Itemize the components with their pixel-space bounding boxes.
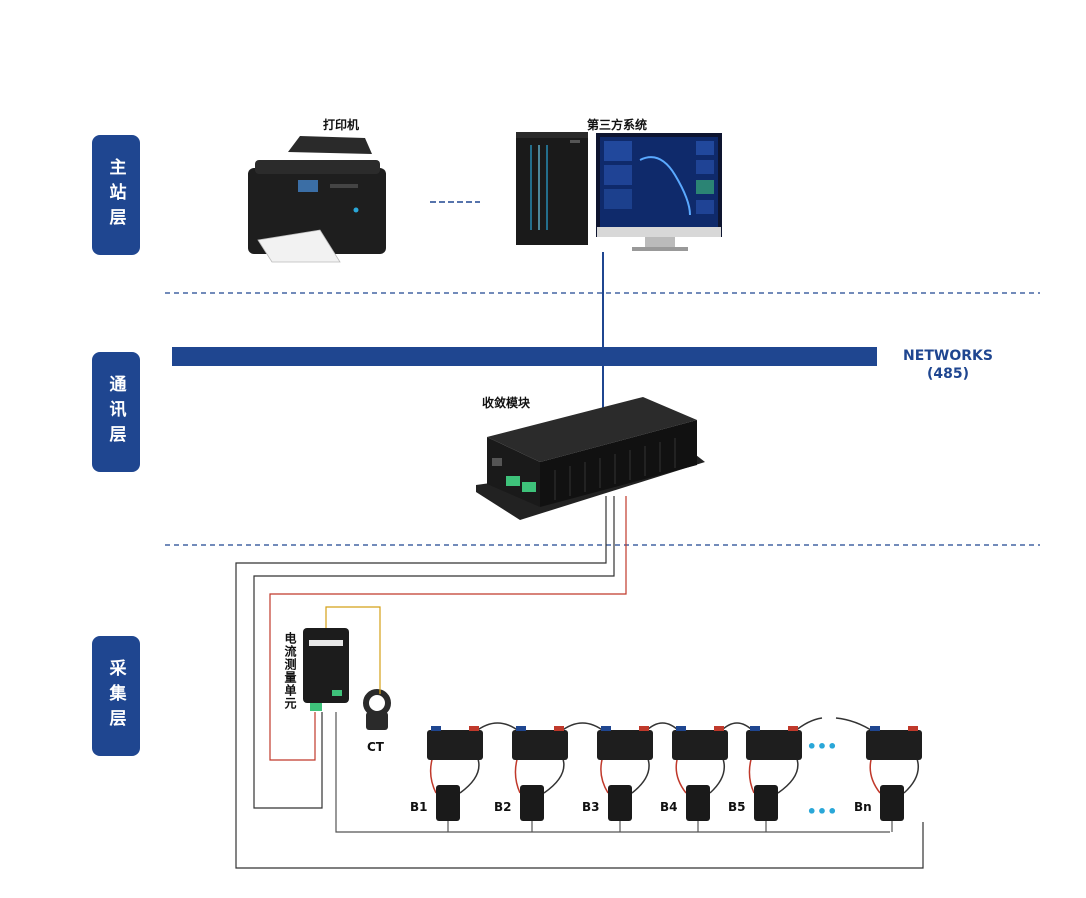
- wire-module-red: [269, 496, 627, 761]
- battery-label: Bn: [854, 800, 872, 814]
- chain-wire: [793, 717, 823, 733]
- printer-icon: [248, 136, 386, 263]
- collector-icon: [754, 785, 778, 821]
- battery-icon: [746, 730, 802, 760]
- lead-black: [777, 755, 799, 794]
- battery-terminal: [870, 726, 880, 731]
- battery-terminal: [676, 726, 686, 731]
- battery-terminal: [788, 726, 798, 731]
- lead-red: [675, 755, 687, 794]
- chain-wire: [835, 717, 875, 733]
- layer-tag-comm: 通讯层: [92, 352, 140, 472]
- battery-label: B2: [494, 800, 512, 814]
- current-unit-icon: [303, 628, 349, 711]
- collector-icon: [608, 785, 632, 821]
- network-bus: [172, 347, 877, 366]
- battery-label: B4: [660, 800, 678, 814]
- lead-red: [869, 755, 881, 794]
- lead-red: [748, 755, 755, 794]
- wire-unit-bus: [335, 712, 890, 833]
- battery-label: B1: [410, 800, 428, 814]
- wire-module-dark-2: [253, 496, 615, 809]
- battery-terminal: [639, 726, 649, 731]
- wire-ct-yellow: [325, 606, 381, 694]
- battery-icon: [427, 730, 483, 760]
- battery-label: B3: [582, 800, 600, 814]
- battery-terminal: [714, 726, 724, 731]
- battery-terminal: [554, 726, 564, 731]
- collector-icon: [520, 785, 544, 821]
- third-party-label: 第三方系统: [587, 118, 648, 132]
- collector-icon: [686, 785, 710, 821]
- collector-icon: [880, 785, 904, 821]
- collector-icon: [436, 785, 460, 821]
- lead-black: [631, 755, 650, 794]
- ellipsis-dots: •••: [807, 737, 838, 756]
- layer-comm-label: 通讯层: [105, 374, 126, 450]
- wire-module-dark-1: [235, 496, 924, 869]
- lead-black: [543, 755, 565, 794]
- layer-master-label: 主站层: [105, 157, 126, 233]
- lead-black: [709, 755, 725, 794]
- lead-red: [429, 755, 437, 794]
- layer-tag-collect: 采集层: [92, 636, 140, 756]
- battery-terminal: [908, 726, 918, 731]
- ct-sensor-icon: [363, 689, 391, 730]
- ellipsis-dots: •••: [807, 802, 838, 821]
- network-label: NETWORKS (485): [900, 347, 996, 383]
- battery-icon: [866, 730, 922, 760]
- battery-terminal: [750, 726, 760, 731]
- lead-black: [459, 755, 480, 794]
- layer-tag-master: 主站层: [92, 135, 140, 255]
- lead-red: [514, 755, 521, 794]
- printer-label: 打印机: [323, 118, 360, 132]
- battery-terminal: [601, 726, 611, 731]
- converge-module-icon: [476, 397, 705, 520]
- battery-terminal: [431, 726, 441, 731]
- ct-label: CT: [367, 740, 384, 754]
- network-protocol: (485): [926, 366, 970, 382]
- current-unit-label: 电流测量单元: [283, 632, 297, 710]
- lead-black: [903, 755, 919, 794]
- network-name: NETWORKS: [903, 348, 993, 364]
- layer-collect-label: 采集层: [105, 658, 126, 734]
- battery-label: B5: [728, 800, 746, 814]
- computer-tower-icon: [516, 132, 588, 245]
- battery-chain: ••• •••: [427, 717, 922, 832]
- battery-terminal: [516, 726, 526, 731]
- converge-label: 收敛模块: [482, 396, 531, 410]
- battery-icon: [512, 730, 568, 760]
- battery-icon: [597, 730, 653, 760]
- battery-icon: [672, 730, 728, 760]
- monitor-icon: [596, 133, 722, 251]
- lead-red: [600, 755, 609, 794]
- battery-terminal: [469, 726, 479, 731]
